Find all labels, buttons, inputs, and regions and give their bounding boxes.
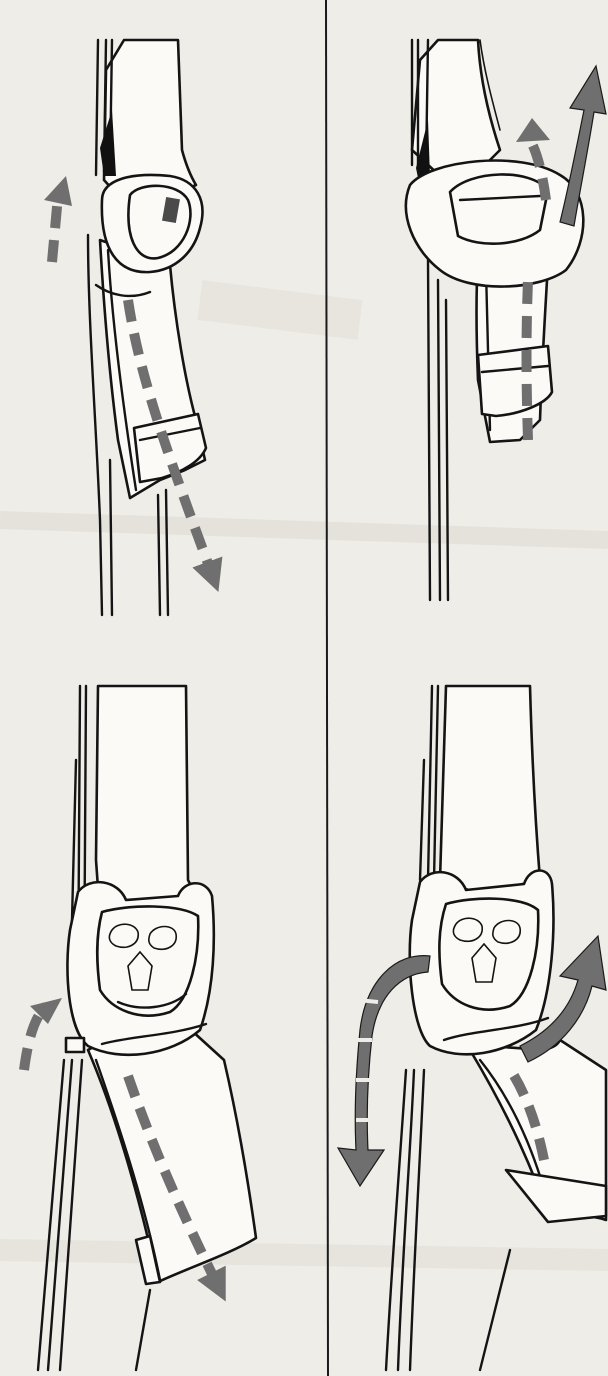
dashed-arrow-up-icon [44,176,72,262]
buckle [66,882,214,1055]
panel-divider [326,0,328,1376]
buckle [406,161,583,287]
curved-arrow-up-icon [560,66,606,226]
strap-tail [470,1040,606,1222]
panel-bottom-left [24,686,256,1370]
panel-top-right [406,40,606,600]
dashed-arrow-up-icon [24,998,62,1070]
buckle [410,871,554,1055]
